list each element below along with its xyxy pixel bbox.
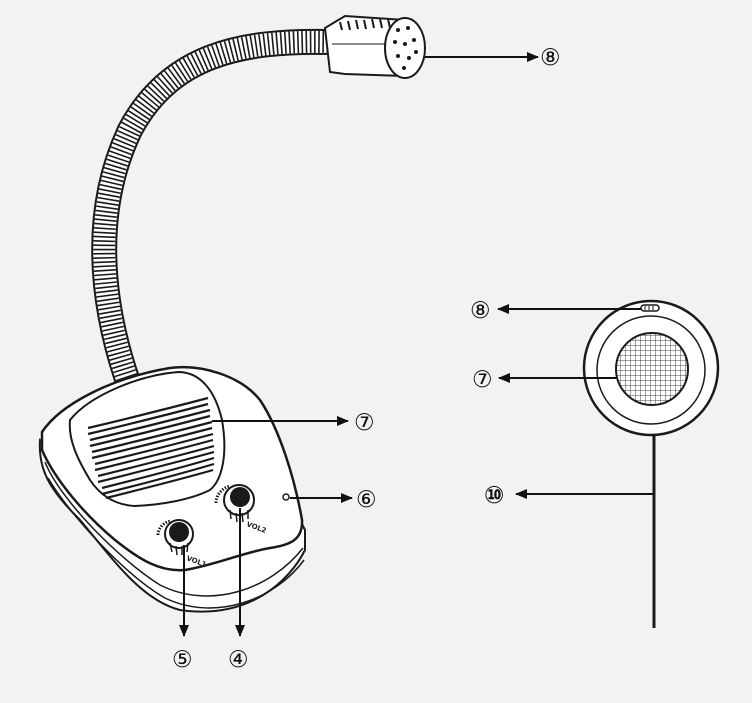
callout-vol2: ④	[228, 647, 249, 673]
callout-cable: ⑩	[484, 481, 504, 509]
callout-speaker: ⑦	[354, 410, 375, 436]
gooseneck	[91, 28, 343, 395]
mic-holes	[393, 26, 418, 70]
callout-vol1: ⑤	[172, 647, 193, 673]
external-speaker	[582, 299, 720, 628]
base-callout-arrows	[179, 52, 539, 637]
callout-speaker-grille: ⑦	[472, 367, 493, 393]
callout-led: ⑥	[356, 487, 377, 513]
callout-mic-head: ⑧	[540, 45, 561, 71]
callout-speaker-mic: ⑧	[470, 298, 491, 324]
led-indicator	[282, 493, 290, 501]
microphone-head	[323, 14, 426, 79]
speaker-mic-slot	[640, 304, 660, 312]
speaker-mesh	[615, 332, 689, 406]
speaker-callout-arrows	[497, 304, 654, 499]
speaker-grille	[87, 396, 215, 500]
base-unit: VOL1 VOL2	[38, 366, 306, 613]
volume-knob-1[interactable]: VOL1	[156, 519, 208, 569]
